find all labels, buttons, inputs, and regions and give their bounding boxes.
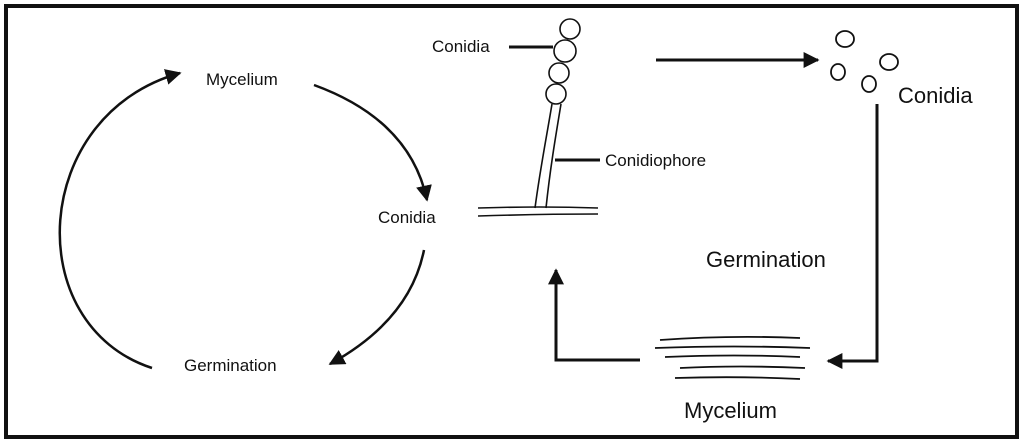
substrate-hypha-line: [477, 213, 599, 217]
substrate-hypha-line: [477, 206, 599, 209]
right-cycle: Conidia Germination Mycelium: [548, 30, 973, 423]
cycle-arrow-mycelium-to-conidia: [313, 83, 432, 202]
regrowth-arrow: [548, 268, 640, 362]
released-conidium: [835, 30, 855, 48]
released-conidium: [830, 63, 846, 81]
right-germination-label: Germination: [706, 247, 826, 272]
cycle-arrow-germination-to-mycelium: [58, 69, 182, 370]
released-conidium: [861, 75, 877, 93]
conidium: [553, 39, 577, 63]
conidium: [548, 62, 570, 84]
conidiophore-structure: Conidia Conidiophore: [432, 18, 706, 217]
conidiophore-stalk: [545, 103, 562, 209]
structure-conidiophore-label: Conidiophore: [605, 151, 706, 170]
germination-arrow: [826, 104, 879, 369]
diagram-frame: [4, 4, 1019, 439]
released-conidium: [879, 53, 899, 71]
conidium: [559, 18, 581, 40]
cycle-arrow-conidia-to-germination: [328, 249, 426, 366]
left-mycelium-label: Mycelium: [206, 70, 278, 89]
right-conidia-label: Conidia: [898, 83, 973, 108]
left-cycle: Mycelium Conidia Germination: [58, 69, 436, 375]
left-germination-label: Germination: [184, 356, 277, 375]
mycelium-hypha: [679, 365, 806, 369]
mycelium-hypha: [674, 376, 801, 380]
mycelium-hypha: [664, 354, 801, 358]
conidium: [545, 83, 567, 105]
conidiophore-stalk: [534, 103, 553, 209]
mycelium-hypha: [659, 335, 801, 341]
mycelium-hypha: [654, 345, 811, 349]
left-conidia-label: Conidia: [378, 208, 436, 227]
structure-conidia-label: Conidia: [432, 37, 490, 56]
right-mycelium-label: Mycelium: [684, 398, 777, 423]
